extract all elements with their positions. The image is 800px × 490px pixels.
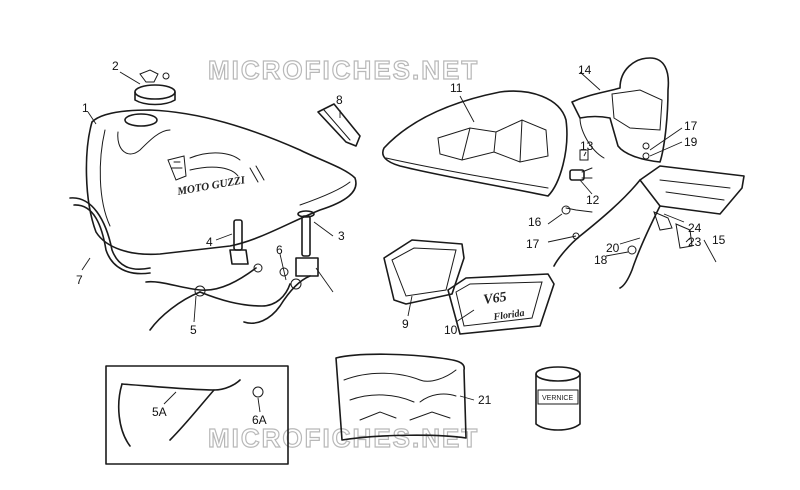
dual-seat[interactable] (382, 90, 568, 197)
callout-20: 20 (606, 241, 620, 255)
callout-9: 9 (402, 317, 409, 331)
tank-logo-decal: MOTO GUZZI (167, 152, 265, 198)
fuel-tank[interactable] (85, 109, 357, 256)
callout-numbers: 1 2 3 4 5 6 7 8 9 10 11 12 13 14 15 16 1… (76, 59, 726, 427)
fuel-tap-left[interactable] (229, 219, 263, 273)
callout-14: 14 (578, 63, 592, 77)
callout-18: 18 (594, 253, 608, 267)
watermark-bottom: MICROFICHES.NET (208, 423, 479, 453)
side-panel-right[interactable] (447, 273, 555, 335)
callout-6a: 6A (252, 413, 267, 427)
callout-6: 6 (276, 243, 283, 257)
callout-16: 16 (528, 215, 542, 229)
fuel-hose-assembly[interactable] (145, 267, 311, 331)
callout-8: 8 (336, 93, 343, 107)
tank-logo-text: MOTO GUZZI (175, 174, 246, 198)
callout-13: 13 (580, 139, 594, 153)
callout-7: 7 (76, 273, 83, 287)
paint-can-label: VERNICE (542, 395, 573, 402)
callout-19: 19 (684, 135, 698, 149)
tank-rubber-trim[interactable] (69, 197, 151, 275)
callout-1: 1 (82, 101, 89, 115)
fuel-tap-right[interactable] (279, 210, 319, 277)
watermark-top: MICROFICHES.NET (208, 55, 479, 85)
callout-24: 24 (688, 221, 702, 235)
callout-15: 15 (712, 233, 726, 247)
callout-17b: 17 (684, 119, 698, 133)
callout-23: 23 (688, 235, 702, 249)
seat-fasteners[interactable] (561, 142, 650, 255)
mounting-bracket[interactable] (317, 103, 361, 147)
callout-2: 2 (112, 59, 119, 73)
callout-11: 11 (450, 81, 463, 95)
inset-box (105, 365, 289, 465)
callout-5: 5 (190, 323, 197, 337)
callout-10: 10 (444, 323, 458, 337)
luggage-rack[interactable] (553, 165, 745, 289)
callout-21: 21 (478, 393, 492, 407)
fuel-cap[interactable] (134, 69, 176, 106)
side-panel-logo: V65 Florida (482, 290, 525, 323)
callout-5a: 5A (152, 405, 167, 419)
side-panel-left[interactable] (383, 239, 465, 305)
callout-4: 4 (206, 235, 213, 249)
callout-12: 12 (586, 193, 600, 207)
paint-can[interactable]: VERNICE (535, 366, 581, 431)
callout-17a: 17 (526, 237, 540, 251)
leader-lines (81, 71, 717, 413)
panel-logo-name: Florida (492, 308, 525, 323)
decal-sheet[interactable] (335, 353, 467, 441)
inset-hose[interactable] (117, 379, 264, 447)
stepped-seat[interactable] (571, 57, 670, 163)
callout-3: 3 (338, 229, 345, 243)
panel-logo-model: V65 (482, 290, 507, 308)
